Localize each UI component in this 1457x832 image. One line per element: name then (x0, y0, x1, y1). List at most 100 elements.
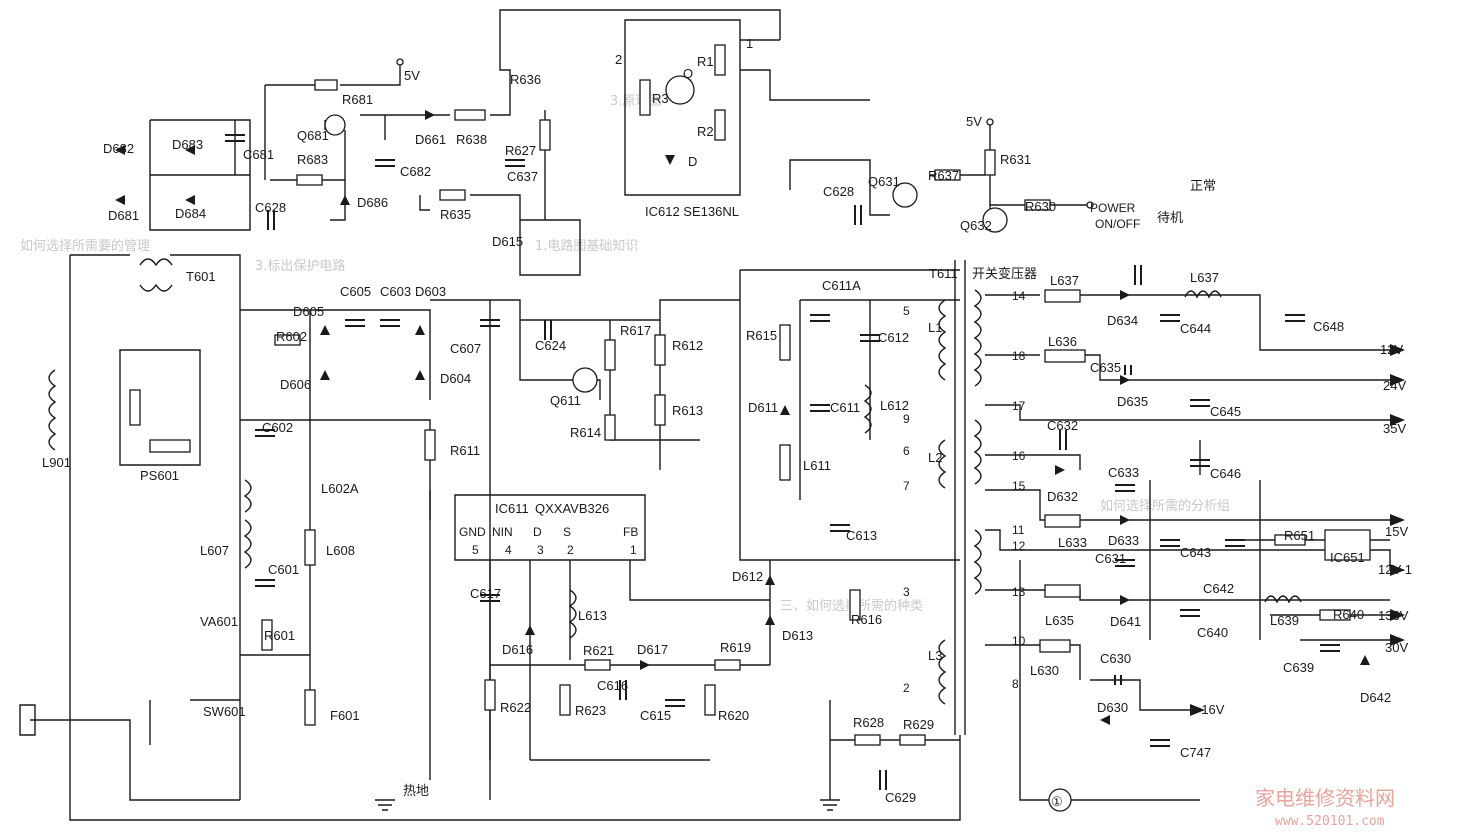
transistor-q (665, 75, 695, 105)
label-c615: C615 (640, 708, 671, 723)
label-d641: D641 (1110, 614, 1141, 629)
label-d615: D615 (492, 234, 523, 249)
label-r637: R637 (928, 168, 959, 183)
diode-d630 (1100, 715, 1110, 725)
ic651-box (1324, 529, 1371, 561)
capacitor-c747 (1150, 739, 1170, 747)
capacitor-c634 (1134, 265, 1142, 285)
label-r630: R630 (1025, 199, 1056, 214)
resistor-r621 (584, 659, 611, 671)
label-sw601: SW601 (203, 704, 246, 719)
label-d605: D605 (293, 304, 324, 319)
label-r617: R617 (620, 323, 651, 338)
label-c628b: C628 (823, 184, 854, 199)
label-l611: L611 (803, 458, 831, 473)
capacitor-c616 (619, 680, 627, 700)
label-standby: 待机 (1157, 211, 1183, 226)
label-l637b: L637 (1190, 270, 1219, 285)
label-r619: R619 (720, 640, 751, 655)
label-pin3: 3 (903, 585, 910, 599)
arrow-24v (1390, 374, 1405, 386)
arrow-12v (1390, 344, 1405, 356)
label-pin10: 10 (1012, 634, 1026, 648)
label-c630: C630 (1100, 651, 1131, 666)
capacitor-c648 (1285, 314, 1305, 322)
label-c635: C635 (1090, 360, 1121, 375)
coil-t611-sec1 (973, 289, 982, 387)
capacitor-c629 (879, 770, 887, 790)
label-r629: R629 (903, 717, 934, 732)
resistor-r602 (274, 334, 301, 346)
label-pin14: 14 (1012, 289, 1026, 303)
label-r628: R628 (853, 715, 884, 730)
resistor-r637 (934, 169, 961, 181)
label-ic612: IC612 SE136NL (645, 204, 739, 219)
coil-l602a (243, 479, 252, 513)
label-d642: D642 (1360, 690, 1391, 705)
label-d617: D617 (637, 642, 668, 657)
label-d604: D604 (440, 371, 471, 386)
diode-d632 (1055, 465, 1065, 475)
resistor-r629 (899, 734, 926, 746)
label-r612: R612 (672, 338, 703, 353)
coil-t601-bottom (139, 283, 173, 292)
label-rail-24v: 24V (1383, 378, 1406, 393)
diode-d603 (415, 325, 425, 335)
label-rail-30v: 30V (1385, 640, 1408, 655)
capacitor-c637 (505, 159, 525, 167)
resistor-r616 (849, 589, 861, 621)
label-l635: L635 (1045, 613, 1074, 628)
label-pin17: 17 (1012, 399, 1026, 413)
label-r616: R616 (851, 612, 882, 627)
label-c640: C640 (1197, 625, 1228, 640)
label-c607: C607 (450, 341, 481, 356)
resistor-r613 (654, 394, 666, 426)
inductor-l637a (1044, 289, 1081, 303)
label-c644: C644 (1180, 321, 1211, 336)
label-l633: L633 (1058, 535, 1087, 550)
label-r651: R651 (1284, 528, 1315, 543)
label-d682: D682 (103, 141, 134, 156)
terminal-5v-b (986, 118, 994, 126)
label-c611: C611 (830, 400, 860, 415)
inductor-l608-body (304, 529, 316, 566)
label-c613: C613 (846, 528, 877, 543)
capacitor-c682 (375, 159, 395, 167)
label-5v-b: 5V (966, 114, 982, 129)
label-r635: R635 (440, 207, 471, 222)
diode-d635 (1120, 375, 1130, 385)
ground-symbol-cold (820, 799, 840, 811)
watermark-url: www.520101.com (1275, 814, 1385, 829)
capacitor-c611a (810, 314, 830, 322)
label-r683: R683 (297, 152, 328, 167)
resistor-r623 (559, 684, 571, 716)
arrow-neg16v (1190, 704, 1205, 716)
transistor-q681 (324, 114, 346, 136)
label-pin15: 15 (1012, 479, 1026, 493)
label-c616: C616 (597, 678, 628, 693)
resistor-r683 (296, 174, 323, 186)
label-f601: F601 (330, 708, 360, 723)
resistor-r638 (454, 109, 486, 121)
resistor-r651 (1274, 534, 1306, 546)
resistor-r619 (714, 659, 741, 671)
label-r681: R681 (342, 92, 373, 107)
label-pin11: 11 (1012, 523, 1025, 537)
label-r621: R621 (583, 643, 614, 658)
label-ic611-d: D (533, 525, 542, 539)
resistor-ps601-a (129, 389, 141, 426)
coil-l639 (1264, 595, 1302, 604)
label-r1: R1 (697, 54, 714, 69)
label-q631: Q631 (868, 174, 900, 189)
label-t601: T601 (186, 269, 216, 284)
label-d635: D635 (1117, 394, 1148, 409)
capacitor-c644 (1160, 314, 1180, 322)
capacitor-c640 (1180, 609, 1200, 617)
label-c633: C633 (1108, 465, 1139, 480)
arrow-136v (1390, 609, 1405, 621)
label-ic611-part: QXXAVB326 (535, 501, 609, 516)
label-ic612-pin2: 2 (615, 52, 622, 67)
coil-l612 (863, 384, 872, 434)
coil-t611-sec2 (973, 419, 982, 485)
